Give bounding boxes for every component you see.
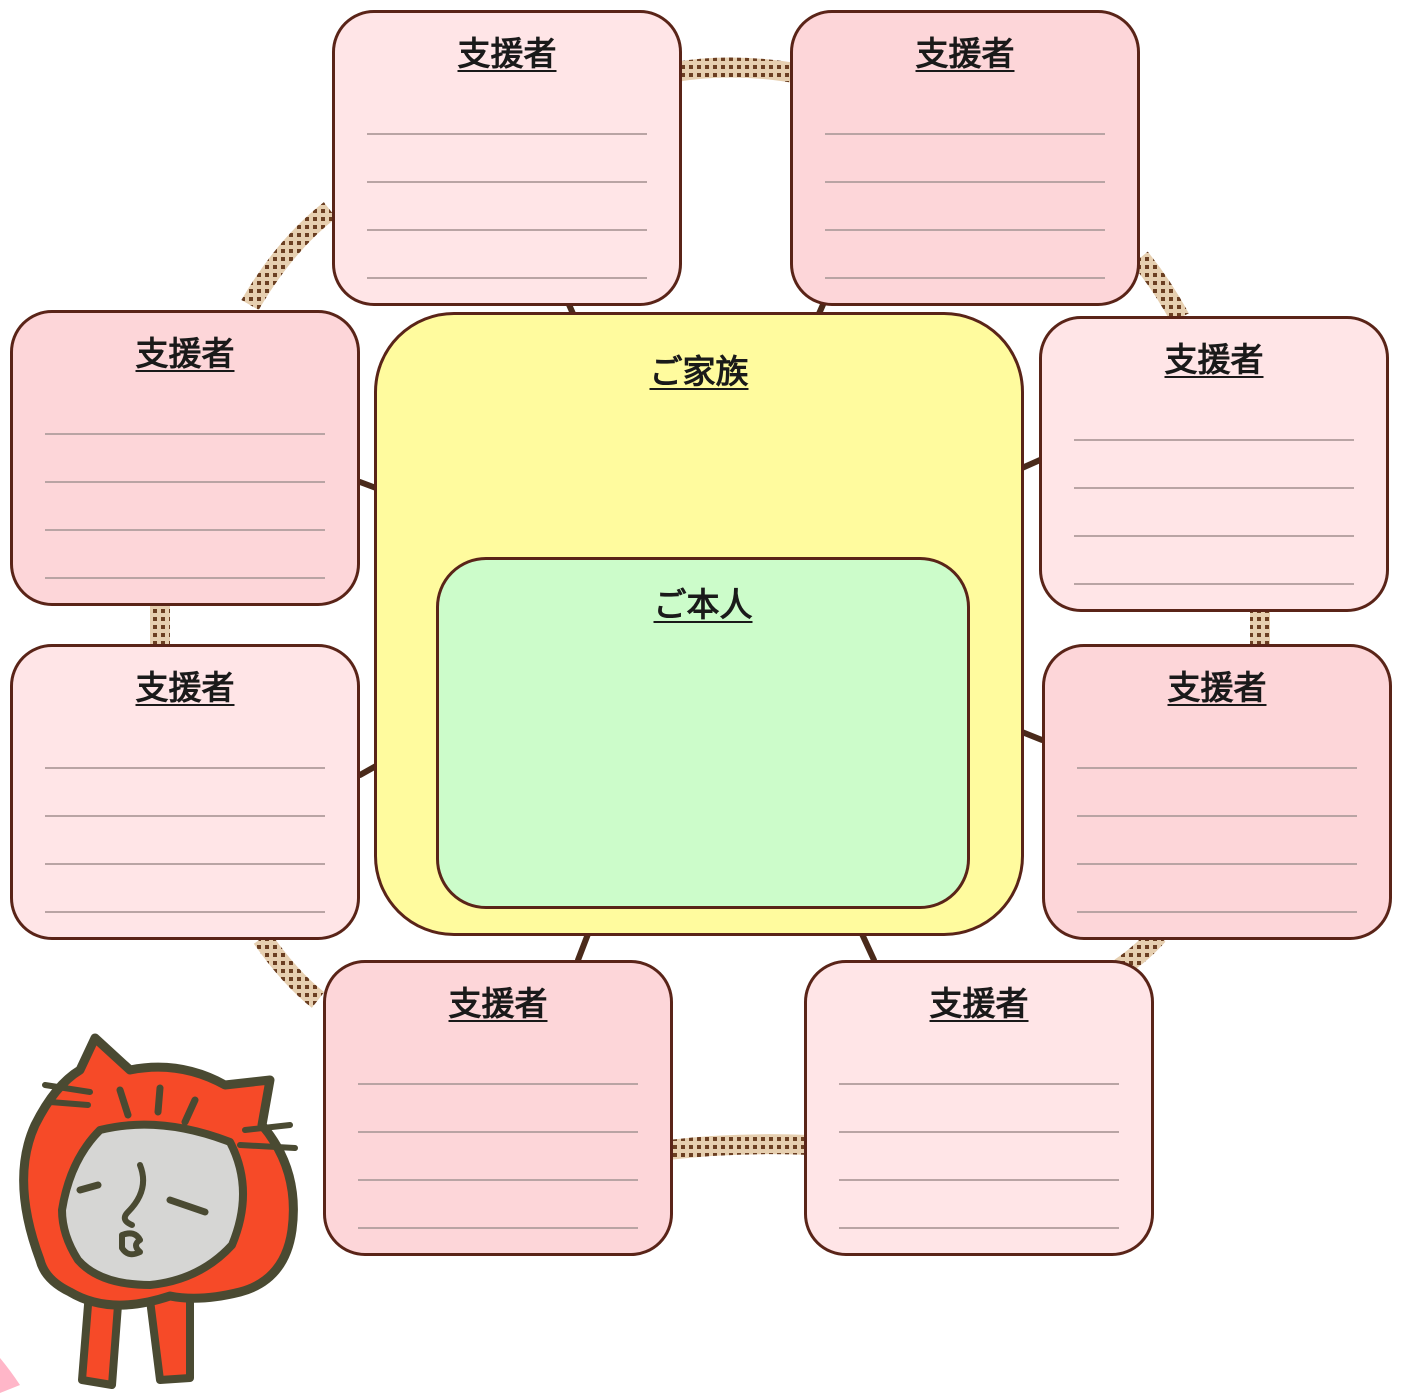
writing-line [839,1131,1119,1133]
supporter-title: 支援者 [448,984,548,1023]
writing-line [358,1083,638,1085]
supporter-box-bottom-right: 支援者 [804,960,1154,1256]
supporter-title: 支援者 [1164,340,1264,379]
writing-line [358,1179,638,1181]
writing-line [825,277,1105,279]
supporter-title: 支援者 [915,34,1015,73]
rope-top-left-to-top-right [673,57,802,84]
writing-line [45,911,325,913]
red-cat-hood-mascot-icon [0,1033,298,1393]
writing-line [825,181,1105,183]
writing-line [45,767,325,769]
rope-left-upper-to-top-left [241,202,337,311]
writing-line [839,1179,1119,1181]
supporter-box-left-lower: 支援者 [10,644,360,940]
writing-line [358,1227,638,1229]
writing-line [45,863,325,865]
supporter-box-top-right: 支援者 [790,10,1140,306]
supporter-box-right-upper: 支援者 [1039,316,1389,612]
writing-line [839,1227,1119,1229]
writing-line [825,133,1105,135]
supporter-box-left-upper: 支援者 [10,310,360,606]
writing-line [1074,535,1354,537]
tie-left-lower [357,763,379,778]
tie-right-upper [1019,457,1043,471]
person-title: ご本人 [653,585,753,624]
supporter-box-right-lower: 支援者 [1042,644,1392,940]
writing-line [1077,863,1357,865]
person-box: ご本人 [436,557,970,909]
writing-line [45,433,325,435]
writing-line [1074,439,1354,441]
tie-right-lower [1019,729,1045,743]
writing-line [45,529,325,531]
writing-line [825,229,1105,231]
supporter-title: 支援者 [135,668,235,707]
writing-line [839,1083,1119,1085]
supporter-title: 支援者 [929,984,1029,1023]
writing-line [1074,487,1354,489]
supporter-title: 支援者 [135,334,235,373]
writing-line [367,277,647,279]
rope-top-right-to-right-upper [1132,251,1189,323]
writing-line [45,815,325,817]
writing-line [1077,815,1357,817]
rope-bottom-left-to-left-lower [253,932,325,1008]
family-title: ご家族 [649,352,749,391]
supporter-box-top-left: 支援者 [332,10,682,306]
writing-line [358,1131,638,1133]
supporter-box-bottom-left: 支援者 [323,960,673,1256]
supporter-title: 支援者 [457,34,557,73]
supporter-title: 支援者 [1167,668,1267,707]
rope-bottom-right-to-bottom-left [666,1134,811,1160]
writing-line [367,133,647,135]
writing-line [45,481,325,483]
writing-line [367,229,647,231]
writing-line [367,181,647,183]
writing-line [1074,583,1354,585]
tie-left-upper [357,479,379,491]
writing-line [1077,911,1357,913]
writing-line [1077,767,1357,769]
tie-bottom-left [575,931,591,963]
tie-bottom-right [859,931,877,963]
writing-line [45,577,325,579]
